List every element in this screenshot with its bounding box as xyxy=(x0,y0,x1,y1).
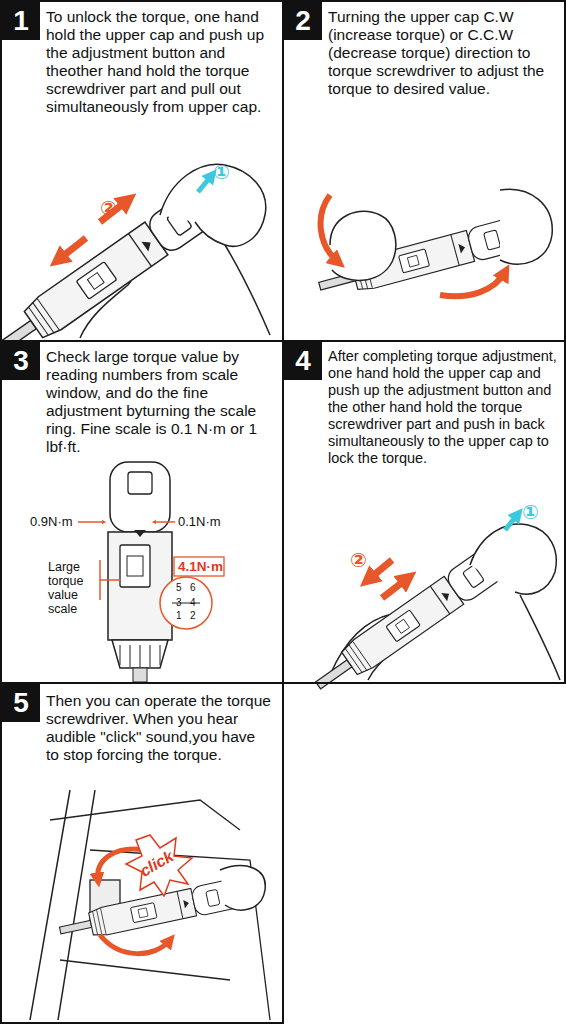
callout-label: 0.1N·m xyxy=(178,514,221,529)
step-panel: Then you can operate the torque screwdri… xyxy=(0,682,284,1024)
instruction-text: Turning the upper cap C.W (increase torq… xyxy=(328,8,560,98)
step-number: 2 xyxy=(295,5,311,37)
step-number-badge: 5 xyxy=(2,684,40,722)
step-panel: Check large torque value by reading numb… xyxy=(0,340,284,684)
step-number: 1 xyxy=(13,5,29,37)
step-number: 3 xyxy=(13,345,29,377)
step-number-badge: 4 xyxy=(284,342,322,380)
callout-label: 1 xyxy=(176,610,182,621)
instruction-text: Check large torque value by reading numb… xyxy=(46,348,278,456)
step-number: 5 xyxy=(13,687,29,719)
instruction-text: After completing torque adjustment, one … xyxy=(328,348,562,467)
step-number: 4 xyxy=(295,345,311,377)
step-number-badge: 2 xyxy=(284,2,322,40)
instruction-text: To unlock the torque, one hand hold the … xyxy=(46,8,278,116)
step-panel: To unlock the torque, one hand hold the … xyxy=(0,0,284,342)
callout-label: 4 xyxy=(190,597,196,608)
callout-label: 6 xyxy=(190,582,196,593)
callout-label: ② xyxy=(100,196,117,220)
callout-label: 5 xyxy=(176,582,182,593)
callout-label: 3 xyxy=(176,597,182,608)
callout-label: ② xyxy=(350,548,367,572)
callout-label: 4.1N·m xyxy=(178,559,223,574)
callout-label: 2 xyxy=(190,610,196,621)
step-number-badge: 1 xyxy=(2,2,40,40)
callout-label: Large torque value scale xyxy=(48,560,100,616)
step-number-badge: 3 xyxy=(2,342,40,380)
step-panel: Turning the upper cap C.W (increase torq… xyxy=(282,0,566,342)
callout-label: ① xyxy=(213,160,230,184)
callout-label: ① xyxy=(522,500,539,524)
instruction-text: Then you can operate the torque screwdri… xyxy=(46,692,272,764)
callout-label: 0.9N·m xyxy=(30,514,73,529)
